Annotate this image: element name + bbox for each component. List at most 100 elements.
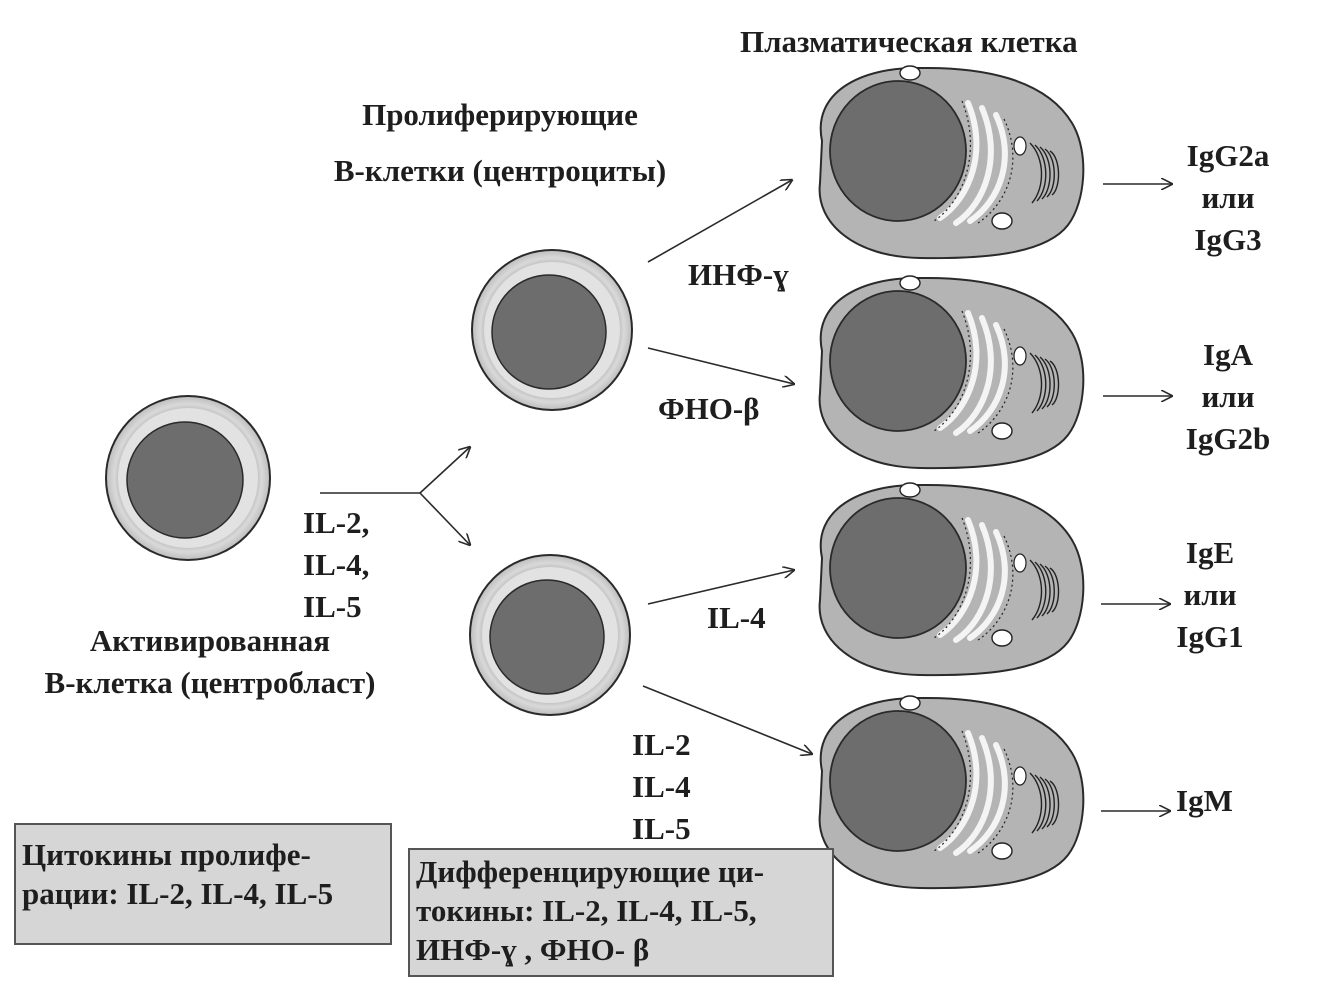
ribosome-line (977, 328, 1014, 434)
golgi-cisterna (1029, 352, 1043, 414)
plasma-cell-group (818, 65, 1085, 890)
antibody-2-or: или (1201, 379, 1255, 414)
er-fold (937, 100, 980, 221)
bottom-il5: IL-5 (632, 811, 691, 846)
er-fold (953, 522, 994, 643)
golgi-cisterna (1029, 142, 1043, 204)
er-fold (953, 315, 994, 436)
golgi-cisterna (1034, 354, 1047, 412)
golgi-cisterna (1044, 358, 1055, 408)
plasma-cell-1 (818, 65, 1085, 260)
antibody-3-b: IgG1 (1176, 619, 1244, 654)
arrow-to-plasma-2 (647, 347, 794, 384)
proliferating-cells-heading: Пролиферирующие B-клетки (центроциты) (300, 94, 700, 192)
arrow-to-plasma-3 (647, 570, 794, 605)
er-fold (967, 529, 1008, 641)
ribosome-line (933, 100, 971, 222)
antibody-1-b: IgG3 (1194, 222, 1262, 257)
vesicle (1013, 346, 1027, 366)
tnf-beta-label: ФНО-β (658, 391, 760, 426)
split-arrow-up (419, 447, 470, 494)
cell-nucleus (489, 579, 605, 695)
mitochondrion (899, 275, 921, 291)
differentiation-cytokines-box: Дифференцирующие ци- токины: IL-2, IL-4,… (408, 848, 834, 977)
er-fold (937, 310, 980, 431)
cytokine-il2: IL-2, (303, 505, 370, 540)
golgi-cisterna (1039, 146, 1051, 200)
golgi-cisterna (1044, 778, 1055, 828)
arrow-to-plasma-4 (642, 685, 812, 754)
antibody-output-2: IgA или IgG2b (1168, 334, 1288, 460)
activated-cell-heading: Активированная B-клетка (центробласт) (10, 620, 410, 704)
proliferating-heading-line-1: Пролиферирующие (362, 97, 638, 132)
mitochondrion (991, 422, 1013, 440)
golgi-cisterna (1034, 144, 1047, 202)
golgi-cisterna (1044, 565, 1055, 615)
proliferation-cytokines-box: Цитокины пролифе- рации: IL-2, IL-4, IL-… (14, 823, 392, 945)
er-fold (937, 730, 980, 851)
golgi-cisterna (1029, 772, 1043, 834)
endoplasmic-reticulum (937, 517, 1008, 643)
golgi-cisterna (1034, 774, 1047, 832)
activated-heading-line-1: Активированная (89, 623, 331, 658)
endoplasmic-reticulum (937, 100, 1008, 226)
endoplasmic-reticulum (937, 310, 1008, 436)
differentiation-box-line-1: Дифференцирующие ци- (416, 854, 765, 889)
ribosome-line (977, 118, 1014, 224)
il4-label: IL-4 (707, 600, 766, 635)
antibody-output-4: IgM (1176, 783, 1233, 818)
golgi-cisterna (1039, 776, 1051, 830)
er-fold (967, 322, 1008, 434)
golgi-cisterna (1034, 561, 1047, 619)
mitochondrion (991, 629, 1013, 647)
mitochondrion (991, 842, 1013, 860)
arrow-to-plasma-1 (647, 180, 792, 263)
cytokine-il5: IL-5 (303, 589, 362, 624)
arrows (320, 180, 1172, 811)
plasma-nucleus (829, 497, 967, 639)
antibody-2-b: IgG2b (1185, 421, 1271, 456)
antibody-2-a: IgA (1203, 337, 1253, 372)
golgi-apparatus (1029, 352, 1060, 414)
cell-nucleus (491, 274, 607, 390)
cytokine-il4: IL-4, (303, 547, 370, 582)
ribosome-line (933, 730, 971, 852)
golgi-apparatus (1029, 559, 1060, 621)
proliferation-box-line-1: Цитокины пролифе- (22, 837, 311, 872)
golgi-cisterna (1049, 360, 1060, 406)
golgi-apparatus (1029, 772, 1060, 834)
golgi-cisterna (1039, 356, 1051, 410)
er-ribosomes (933, 517, 1014, 641)
plasma-nucleus (829, 290, 967, 432)
golgi-cisterna (1049, 150, 1060, 196)
differentiation-box-line-2: токины: IL-2, IL-4, IL-5, (416, 893, 757, 928)
er-fold (967, 112, 1008, 224)
plasma-cell-2 (818, 275, 1085, 470)
proliferation-cytokines-label: IL-2, IL-4, IL-5 (303, 502, 369, 628)
bottom-il2: IL-2 (632, 727, 691, 762)
mitochondrion (899, 695, 921, 711)
golgi-cisterna (1049, 780, 1060, 826)
antibody-1-a: IgG2a (1186, 138, 1270, 173)
centrocyte-bottom (470, 554, 631, 715)
antibody-3-a: IgE (1185, 535, 1235, 570)
antibody-1-or: или (1201, 180, 1255, 215)
golgi-cisterna (1044, 148, 1055, 198)
antibody-3-or: или (1183, 577, 1237, 612)
cell-nucleus (126, 421, 244, 539)
antibody-output-1: IgG2a или IgG3 (1168, 135, 1288, 261)
vesicle (1013, 136, 1027, 156)
bottom-cytokines-label: IL-2 IL-4 IL-5 (632, 724, 691, 850)
bottom-il4: IL-4 (632, 769, 691, 804)
er-ribosomes (933, 310, 1014, 434)
er-fold (953, 105, 994, 226)
mitochondrion (899, 65, 921, 81)
plasma-nucleus (829, 710, 967, 852)
activated-b-cell (106, 395, 270, 561)
ribosome-line (933, 517, 971, 639)
split-arrow-down (419, 492, 470, 545)
golgi-cisterna (1049, 567, 1060, 613)
er-ribosomes (933, 730, 1014, 854)
centrocyte-top (471, 249, 632, 410)
differentiation-box-line-3: ИНФ-ɣ , ФНО- β (416, 932, 650, 967)
